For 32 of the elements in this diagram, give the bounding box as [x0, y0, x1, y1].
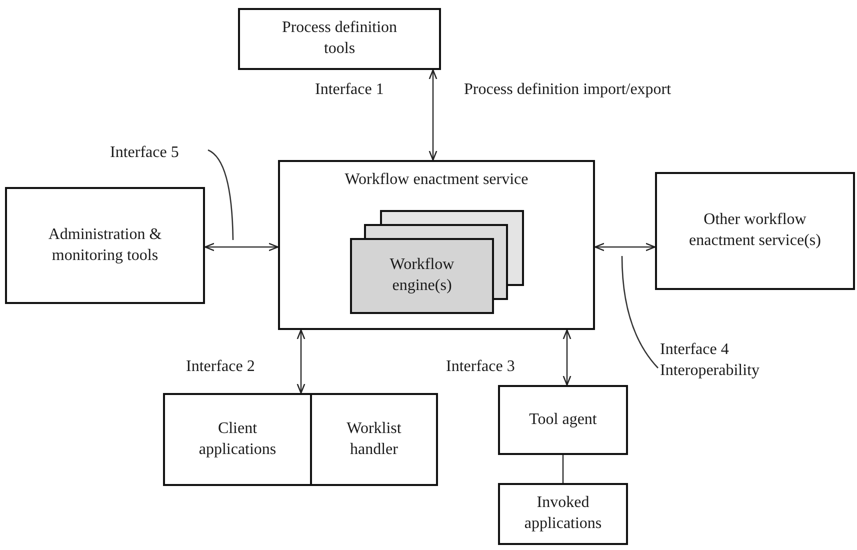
node-label: Administration & monitoring tools	[47, 224, 163, 266]
leader-line	[208, 149, 234, 240]
leader-line	[621, 256, 658, 368]
engine-card	[350, 238, 494, 314]
node-label: Other workflow enactment service(s)	[688, 210, 822, 251]
double-arrow	[296, 329, 306, 394]
node-label: Workflow engine(s)	[388, 255, 456, 296]
interface-label: Interface 1	[315, 80, 384, 100]
process-box	[5, 187, 205, 304]
node-label: Worklist handler	[346, 418, 402, 460]
double-arrow	[562, 329, 572, 386]
interface-label: Interoperability	[660, 360, 760, 381]
split-box	[163, 393, 438, 486]
interface-label: Interface 3	[446, 357, 515, 377]
process-box	[238, 8, 441, 70]
interface-label: Interface 4	[660, 340, 729, 360]
interface-label: Interface 5	[110, 143, 179, 163]
node-label: Invoked applications	[524, 493, 602, 534]
process-box	[498, 483, 628, 545]
double-arrow	[594, 242, 656, 252]
interface-label: Process definition import/export	[464, 80, 672, 100]
node-label: Tool agent	[529, 410, 597, 430]
process-box	[498, 385, 628, 455]
connector-line	[562, 455, 564, 483]
double-arrow	[204, 242, 279, 252]
node-label: Process definition tools	[280, 18, 398, 59]
interface-label: Interface 2	[186, 357, 255, 377]
process-box	[655, 172, 855, 290]
container-heading: Workflow enactment service	[344, 170, 528, 190]
node-label: Client applications	[198, 418, 278, 460]
container-box	[278, 160, 595, 330]
double-arrow	[428, 69, 438, 161]
